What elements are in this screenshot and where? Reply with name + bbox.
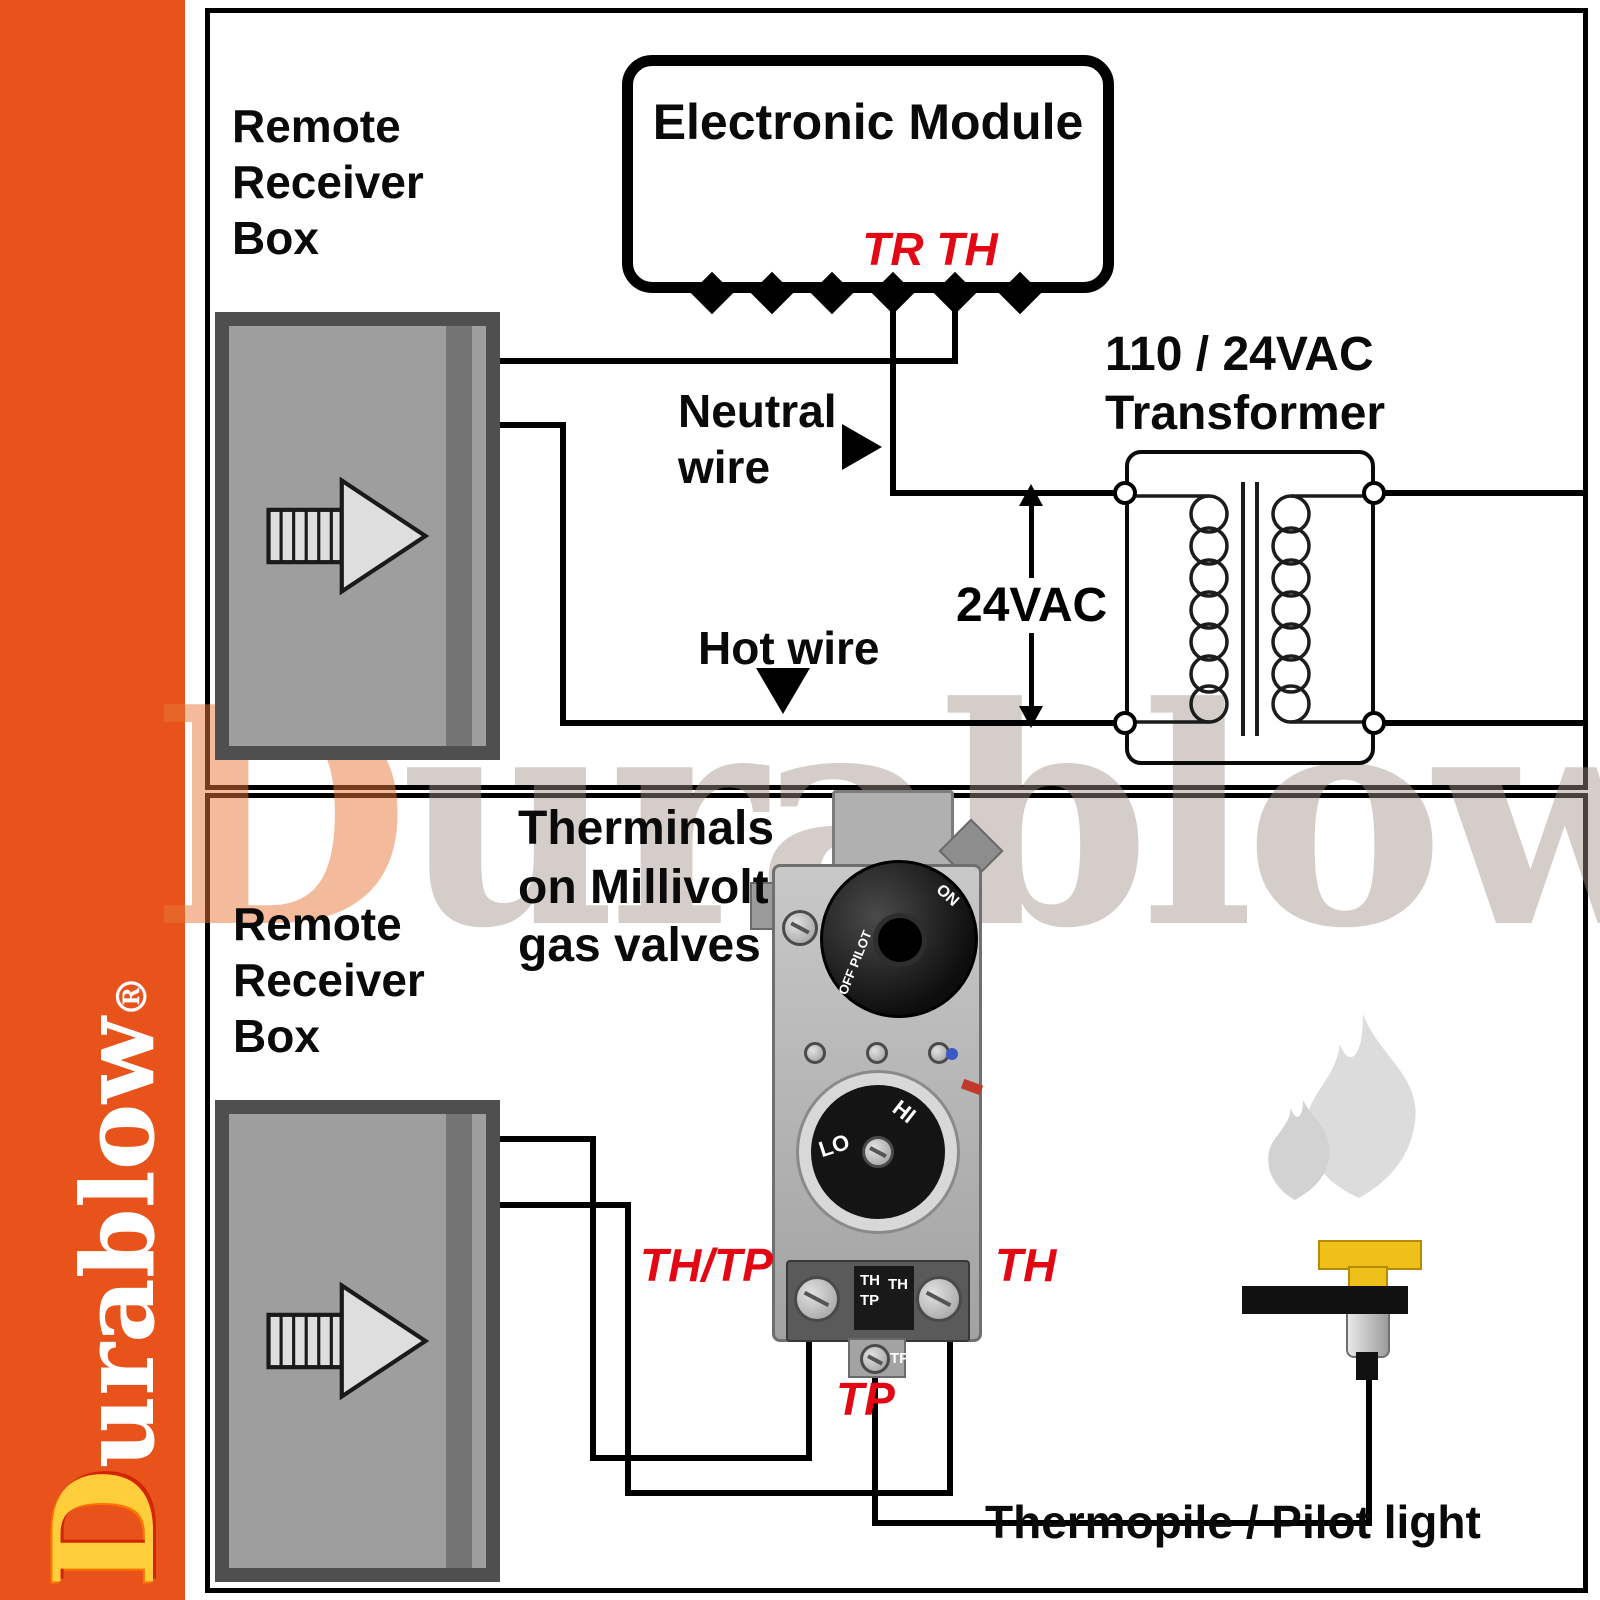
wire-thermopile xyxy=(1366,1376,1372,1526)
valve-blue-dot xyxy=(946,1048,958,1060)
valve-onoff-knob: ON OFF PILOT xyxy=(820,860,978,1018)
transformer-terminal xyxy=(1113,481,1137,505)
wire-receiver-b3 xyxy=(625,1490,953,1496)
electronic-module-label: Electronic Module xyxy=(652,94,1084,150)
thermopile-pilot-label: Thermopile / Pilot light xyxy=(985,1496,1481,1548)
arrow-up-icon xyxy=(1019,484,1043,506)
wire-secondary-top xyxy=(1380,490,1588,496)
receiver-box-edge xyxy=(446,1114,472,1568)
transformer-terminal xyxy=(1113,711,1137,735)
dial-center-screw xyxy=(862,1136,894,1168)
label-line: Remote xyxy=(233,898,402,950)
transformer-symbol xyxy=(1125,450,1375,765)
wire-hot-stub xyxy=(500,422,566,428)
brand-sidebar: Durablow® xyxy=(0,0,186,1600)
wire-th-terminal xyxy=(947,1320,953,1496)
wire-neutral-horizontal xyxy=(890,490,1127,496)
brand-logo-vertical: Durablow® xyxy=(23,88,186,1588)
wire-receiver-a3 xyxy=(590,1455,812,1461)
hot-wire-label: Hot wire xyxy=(698,622,880,674)
wire-receiver-b2 xyxy=(625,1202,631,1496)
label-line: Remote xyxy=(232,100,401,152)
wire-receiver-b1 xyxy=(500,1202,631,1208)
terminal-text: TH xyxy=(860,1272,880,1289)
tp-mark: TP xyxy=(890,1350,910,1367)
brand-flame-d-icon: D xyxy=(23,1468,186,1588)
label-line: Receiver xyxy=(233,954,425,1007)
label-line: Receiver xyxy=(232,156,424,209)
terminal-text: TH xyxy=(888,1276,908,1293)
dial-lo-label: LO xyxy=(815,1128,853,1163)
label-th-tp: TH/TP xyxy=(640,1239,773,1291)
valve-inlet xyxy=(750,882,774,930)
pilot-bracket xyxy=(1228,1286,1408,1314)
label-line: Therminals xyxy=(518,802,775,855)
valve-screw xyxy=(782,910,818,946)
transformer-label: 110 / 24VAC Transformer xyxy=(1105,326,1385,443)
terminal-text: TP xyxy=(860,1292,880,1309)
transformer-terminal xyxy=(1362,711,1386,735)
neutral-arrow-icon xyxy=(842,424,882,470)
wire-tp-horizontal xyxy=(872,1520,1372,1526)
dial-hi-label: HI xyxy=(887,1094,921,1129)
module-terminals-label: TR TH xyxy=(862,223,998,275)
receiver-arrow-icon xyxy=(266,1281,430,1401)
thermopile-tip xyxy=(1356,1352,1378,1380)
valve-tp-tab: TP xyxy=(848,1338,910,1378)
neutral-wire-label: Neutral wire xyxy=(678,383,836,495)
wire-th-horizontal xyxy=(500,358,958,364)
terminal-screw-tp xyxy=(860,1344,890,1374)
label-line: gas valves xyxy=(518,919,761,973)
electronic-module-box: Electronic Module xyxy=(622,55,1114,293)
wire-receiver-a2 xyxy=(590,1136,596,1461)
wire-th-vertical xyxy=(952,300,958,364)
bracket-hole xyxy=(1228,1286,1242,1300)
remote-receiver-label-top: Remote Receiver Box xyxy=(232,98,424,266)
hot-arrow-icon xyxy=(756,668,810,714)
valve-top-bracket xyxy=(832,790,954,872)
wire-receiver-a1 xyxy=(500,1136,596,1142)
receiver-box-edge xyxy=(446,326,472,746)
arrow-down-icon xyxy=(1019,706,1043,728)
label-line: Transformer xyxy=(1105,386,1386,440)
knob-center xyxy=(873,913,927,967)
label-line: 110 / 24VAC xyxy=(1105,328,1374,381)
remote-receiver-box-graphic-bottom xyxy=(215,1100,500,1582)
wire-tp-down xyxy=(872,1360,878,1526)
label-line: Neutral xyxy=(678,385,837,437)
label-line: Box xyxy=(232,212,319,265)
remote-receiver-label-bottom: Remote Receiver Box xyxy=(233,896,425,1064)
label-line: wire xyxy=(678,441,771,494)
valve-screw xyxy=(804,1042,826,1064)
receiver-arrow-icon xyxy=(266,476,430,596)
valve-terminal-zone: TH TP TH xyxy=(786,1260,970,1342)
transformer-coils xyxy=(1129,482,1371,736)
terminal-label-block: TH TP TH xyxy=(854,1266,914,1330)
valve-screw xyxy=(866,1042,888,1064)
brand-logo-text: urablow xyxy=(59,1017,177,1469)
transformer-terminal xyxy=(1362,481,1386,505)
terminal-screw-thtp xyxy=(794,1276,840,1322)
label-th: TH xyxy=(995,1239,1057,1291)
millivolt-valve-title: Therminals on Millivolt gas valves xyxy=(518,800,774,976)
label-tp: TP xyxy=(836,1373,895,1425)
voltage-label: 24VAC xyxy=(950,578,1114,633)
bracket-hole xyxy=(1228,1300,1242,1314)
brand-registered-mark: ® xyxy=(107,975,157,1018)
label-line: Box xyxy=(233,1010,320,1063)
knob-off-pilot-label: OFF PILOT xyxy=(835,928,875,997)
knob-on-label: ON xyxy=(932,881,962,910)
wire-neutral-vertical xyxy=(890,300,896,496)
millivolt-gas-valve: ON OFF PILOT HI LO TH TP TH xyxy=(750,790,1004,1390)
wire-thtp-terminal xyxy=(806,1320,812,1461)
wire-hot-vertical xyxy=(560,422,566,726)
dial-face: HI LO xyxy=(811,1085,945,1219)
terminal-screw-th xyxy=(916,1276,962,1322)
flame-icon xyxy=(1268,1014,1416,1200)
wire-hot-horizontal xyxy=(560,720,1127,726)
valve-hilo-dial: HI LO xyxy=(796,1070,960,1234)
label-line: on Millivolt xyxy=(518,860,769,914)
remote-receiver-box-graphic-top xyxy=(215,312,500,760)
wire-secondary-bottom xyxy=(1380,720,1588,726)
